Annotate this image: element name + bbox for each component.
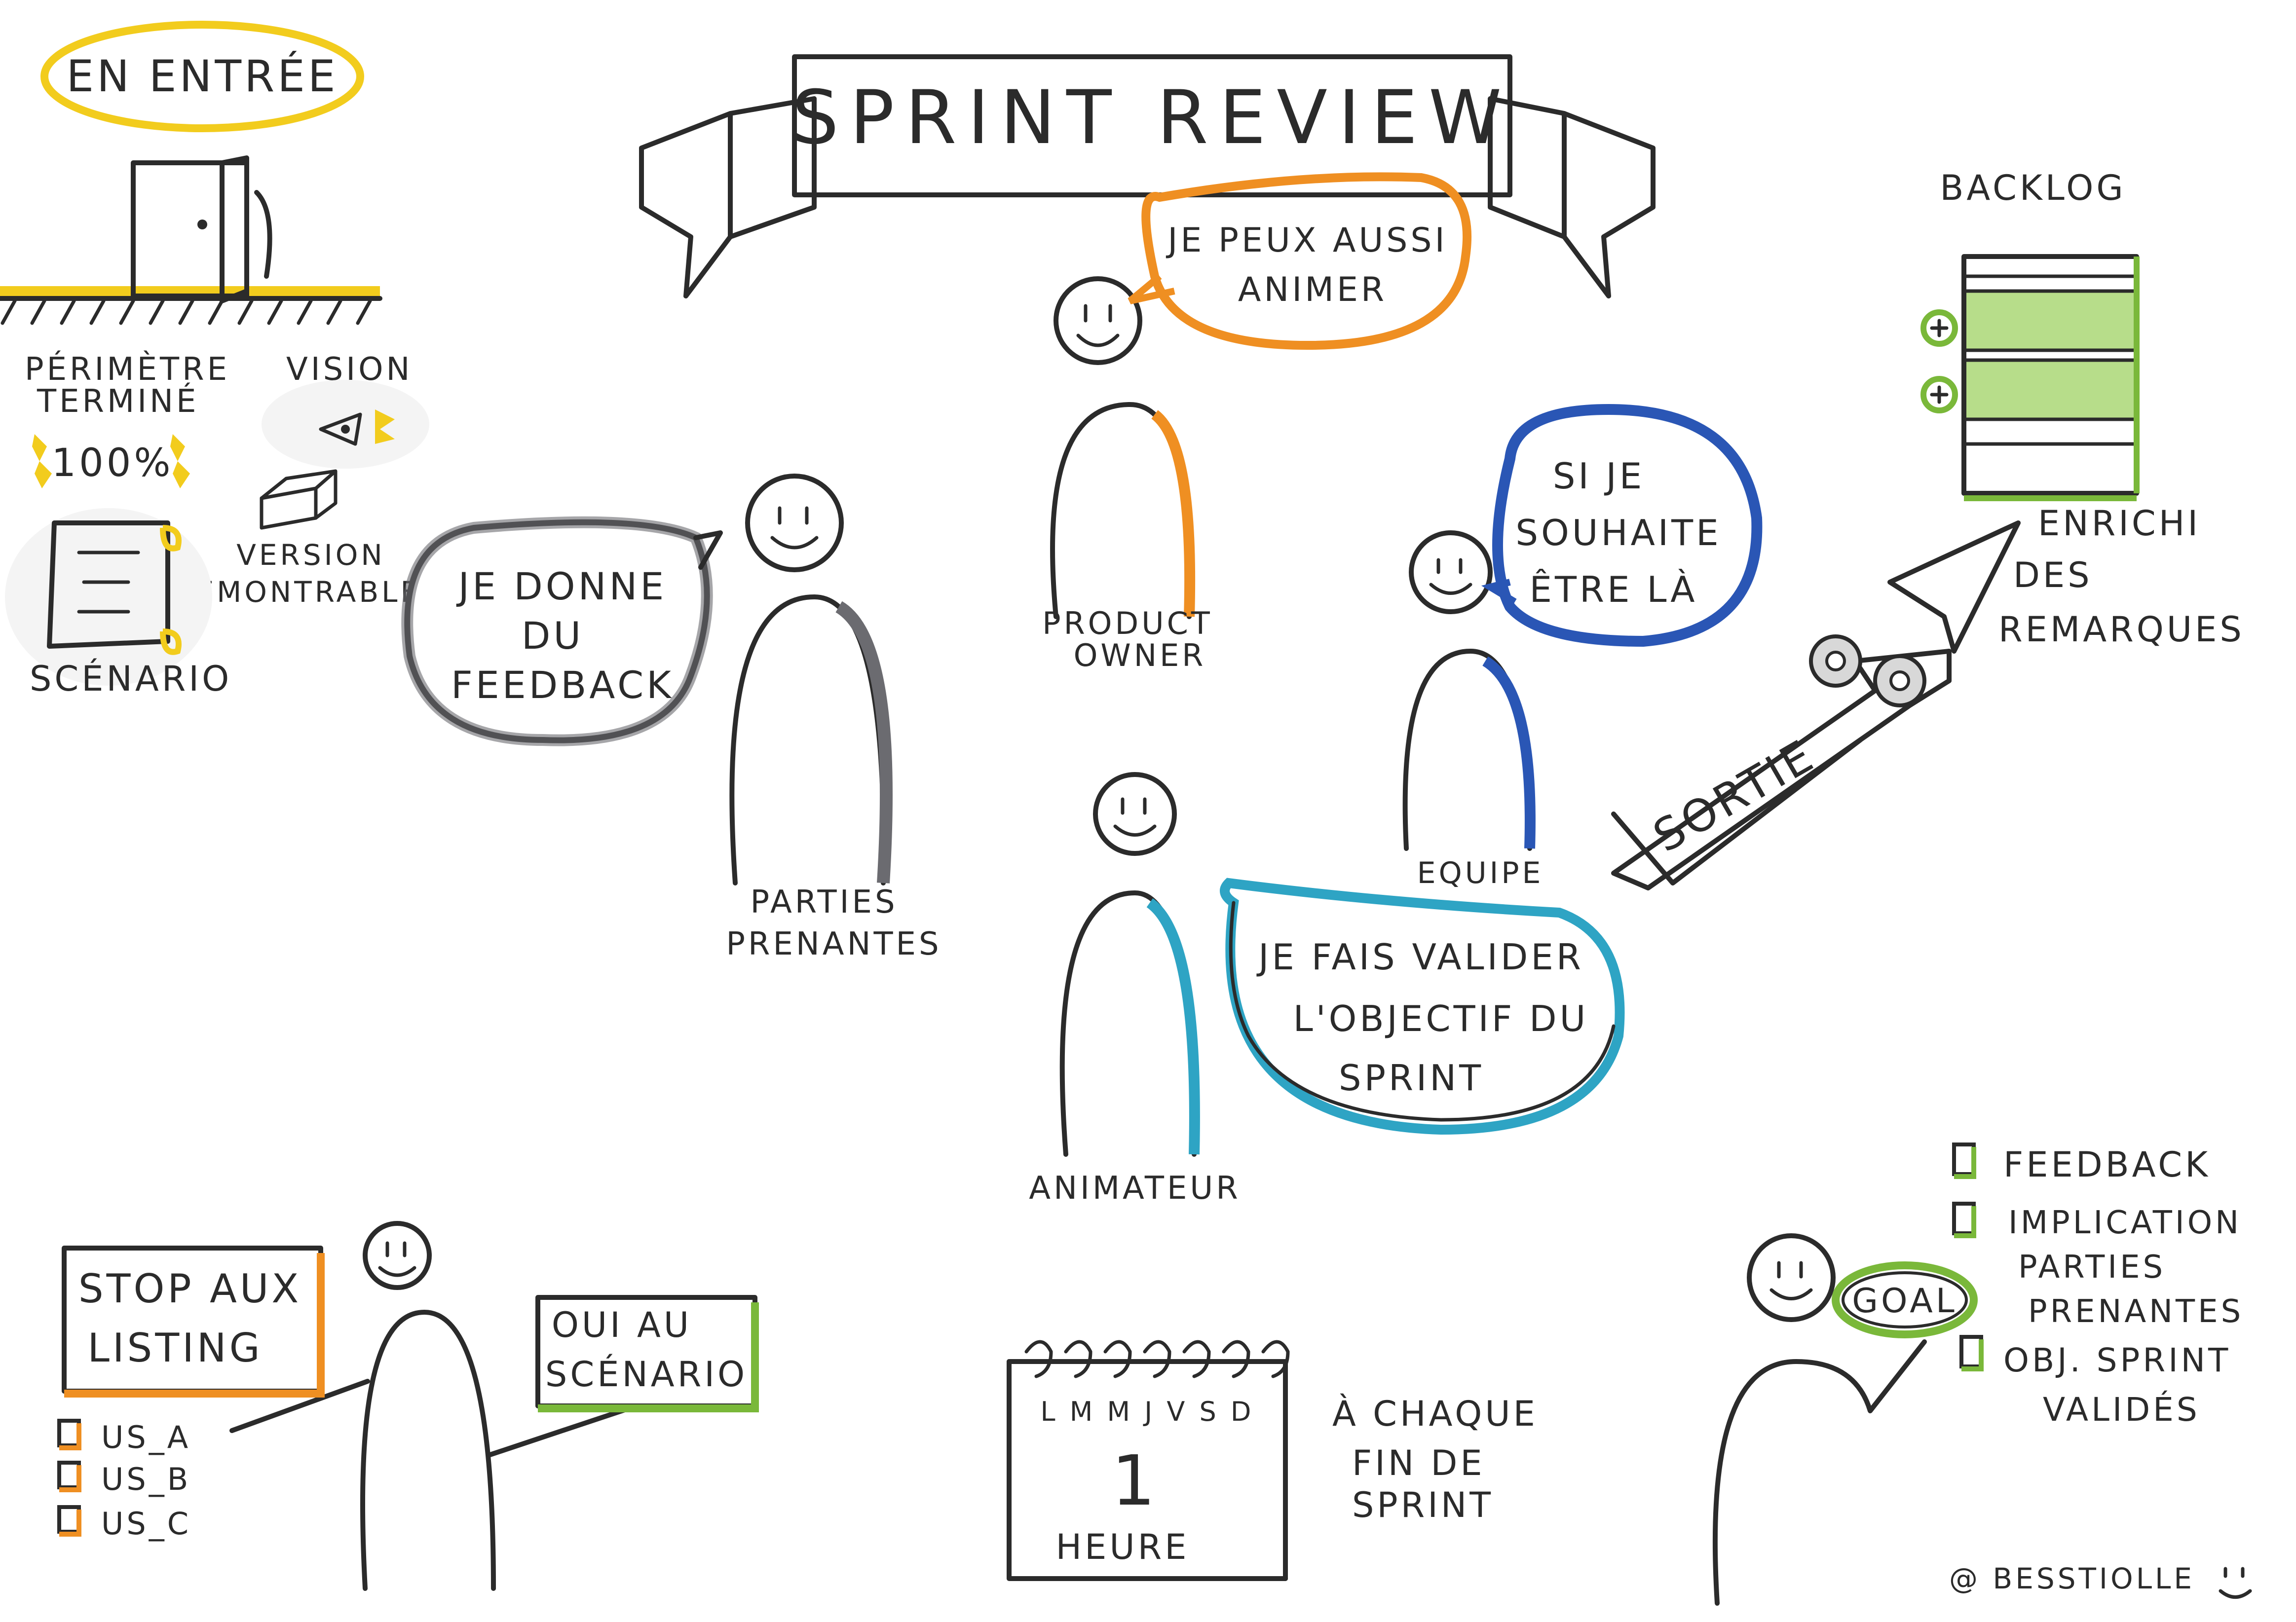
animateur-speech-bubble: JE FAIS VALIDER L'OBJECTIF DU SPRINT — [1220, 878, 1625, 1135]
equipe-speech-bubble: SI JE SOUHAITE ÊTRE LÀ — [1481, 404, 1763, 647]
calendar-days: L M M J V S D — [1041, 1396, 1254, 1427]
calendar-rings — [1024, 1340, 1290, 1378]
smiley-icon — [2219, 1567, 2252, 1599]
equipe-figure: EQUIPE — [1402, 530, 1544, 890]
oui-sign-line-2: SCÉNARIO — [545, 1354, 748, 1395]
bottom-left-figure: STOP AUX LISTING OUI AU SCÉNARIO US_A US… — [57, 1221, 759, 1591]
equipe-bubble-line-2: SOUHAITE — [1515, 512, 1721, 553]
equipe-bubble-line-1: SI JE — [1553, 455, 1645, 497]
animateur-bubble-line-1: JE FAIS VALIDER — [1256, 936, 1584, 978]
product-owner-line-2: OWNER — [1074, 637, 1206, 673]
animateur-label: ANIMATEUR — [1029, 1170, 1241, 1207]
backlog-note-line-2: DES — [2013, 555, 2093, 595]
oui-scenario-sign: OUI AU SCÉNARIO — [535, 1295, 759, 1412]
goal-item-2-line-1: IMPLICATION — [2008, 1205, 2242, 1241]
goal-oval — [1832, 1261, 1978, 1338]
credit: @ BESSTIOLLE — [1949, 1562, 2252, 1599]
us-b-label: US_B — [101, 1461, 191, 1497]
goal-item-2-line-3: PRENANTES — [2028, 1293, 2244, 1330]
perimetre-line-1: PÉRIMÈTRE — [25, 350, 230, 388]
product-owner-line-1: PRODUCT — [1042, 605, 1213, 641]
us-c-checkbox[interactable] — [57, 1505, 81, 1534]
goal-item-1-line-1: FEEDBACK — [2003, 1144, 2211, 1185]
goal-feedback-checkbox[interactable] — [1952, 1143, 1976, 1176]
us-b-checkbox[interactable] — [57, 1461, 81, 1489]
goal-label: GOAL — [1852, 1282, 1957, 1321]
po-speech-bubble: JE PEUX AUSSI ANIMER — [1128, 172, 1471, 350]
perimetre-line-2: TERMINÉ — [37, 382, 199, 420]
version-box-icon — [260, 469, 338, 530]
sortie-label: SORTIE — [1645, 730, 1824, 863]
goal-objectif-checkbox[interactable] — [1959, 1335, 1983, 1368]
oui-sign-line-1: OUI AU — [552, 1305, 692, 1345]
us-a-label: US_A — [101, 1419, 191, 1455]
calendar-section: L M M J V S D 1 HEURE À CHAQUE FIN DE SP… — [1007, 1340, 1538, 1581]
stop-sign-line-1: STOP AUX — [78, 1266, 301, 1312]
hundred-percent-badge: 100% — [32, 434, 190, 488]
goal-item-3-line-1: OBJ. SPRINT — [2003, 1341, 2231, 1379]
us-checklist: US_A US_B US_C — [57, 1419, 191, 1542]
pp-bubble-line-1: JE DONNE — [456, 564, 667, 608]
calendar-unit: HEURE — [1056, 1527, 1190, 1567]
eye-icon — [262, 380, 429, 469]
pp-bubble-line-3: FEEDBACK — [451, 663, 674, 707]
backlog-title: BACKLOG — [1940, 168, 2126, 208]
animateur-bubble-line-3: SPRINT — [1339, 1057, 1484, 1099]
animateur-figure: ANIMATEUR — [1029, 772, 1241, 1207]
animateur-bubble-line-2: L'OBJECTIF DU — [1293, 998, 1589, 1039]
equipe-label: EQUIPE — [1417, 856, 1544, 890]
parties-prenantes-line-2: PRENANTES — [726, 926, 941, 962]
gears-icon — [1809, 634, 1926, 707]
goal-item-3-line-2: VALIDÉS — [2043, 1390, 2200, 1429]
backlog-note-line-1: ENRICHI — [2038, 503, 2201, 544]
goal-item-2-line-2: PARTIES — [2018, 1249, 2166, 1286]
stop-listing-sign: STOP AUX LISTING — [62, 1246, 325, 1398]
parties-prenantes-figure: PARTIES PRENANTES — [726, 474, 941, 962]
door-icon — [0, 155, 382, 325]
version-line-1: VERSION — [236, 538, 385, 572]
product-owner-figure: PRODUCT OWNER — [1042, 276, 1213, 673]
percent-label: 100% — [52, 441, 174, 485]
po-bubble-line-2: ANIMER — [1238, 270, 1387, 309]
backlog-note-line-3: REMARQUES — [1998, 609, 2245, 650]
en-entree-oval — [40, 21, 364, 132]
en-entree-section: EN ENTRÉE PÉRIMÈTRE TERMINÉ 100% VISION — [0, 21, 429, 699]
banner-title: SPRINT REVIEW — [792, 75, 1513, 161]
us-c-label: US_C — [101, 1506, 191, 1542]
stop-sign-line-2: LISTING — [87, 1325, 263, 1371]
backlog-section: BACKLOG ENRICHI DES REMARQUES — [1920, 168, 2245, 650]
pp-speech-bubble: JE DONNE DU FEEDBACK — [401, 516, 723, 746]
scroll-icon — [5, 508, 212, 686]
en-entree-label: EN ENTRÉE — [67, 51, 339, 102]
goal-implication-checkbox[interactable] — [1952, 1202, 1976, 1235]
credit-label: @ BESSTIOLLE — [1949, 1562, 2195, 1595]
pp-bubble-line-2: DU — [522, 614, 584, 658]
calendar-caption-3: SPRINT — [1352, 1485, 1494, 1525]
calendar-caption-1: À CHAQUE — [1332, 1394, 1538, 1434]
equipe-bubble-line-3: ÊTRE LÀ — [1530, 569, 1698, 610]
scenario-label: SCÉNARIO — [30, 659, 232, 699]
goal-section: GOAL FEEDBACK IMPLICATION PARTIES PRENAN… — [1712, 1143, 2244, 1606]
po-bubble-line-1: JE PEUX AUSSI — [1166, 221, 1447, 260]
calendar-number: 1 — [1111, 1441, 1158, 1521]
us-a-checkbox[interactable] — [57, 1419, 81, 1447]
calendar-caption-2: FIN DE — [1352, 1443, 1485, 1483]
parties-prenantes-line-1: PARTIES — [750, 884, 898, 921]
